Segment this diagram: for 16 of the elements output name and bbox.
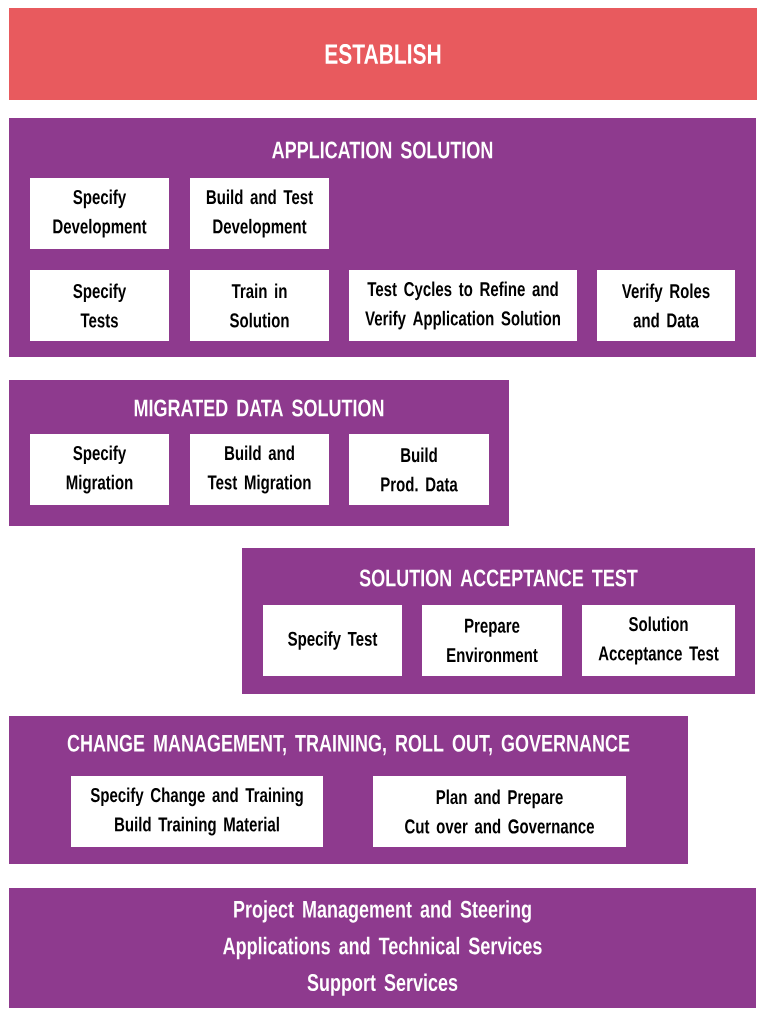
task-box: Build Prod. Data bbox=[349, 434, 489, 505]
task-box: Verify Roles and Data bbox=[597, 270, 735, 341]
task-box: Specify Migration bbox=[30, 434, 169, 505]
task-box: Plan and Prepare Cut over and Governance bbox=[373, 776, 626, 847]
banner: ESTABLISH bbox=[9, 8, 757, 100]
banner: Project Management and Steering Applications and Technical Services Support Services bbox=[9, 888, 756, 1008]
task-box: Test Cycles to Refine and Verify Application Solution bbox=[349, 270, 577, 341]
task-box: Specify Development bbox=[30, 178, 169, 249]
task-box: Train in Solution bbox=[190, 270, 329, 341]
task-box: Prepare Environment bbox=[422, 605, 562, 676]
task-box: Specify Test bbox=[263, 605, 402, 676]
task-box: Build and Test Migration bbox=[190, 434, 329, 505]
task-box: Solution Acceptance Test bbox=[582, 605, 735, 676]
task-box: Specify Tests bbox=[30, 270, 169, 341]
task-box: Build and Test Development bbox=[190, 178, 329, 249]
task-box: Specify Change and Training Build Training Material bbox=[71, 776, 323, 847]
